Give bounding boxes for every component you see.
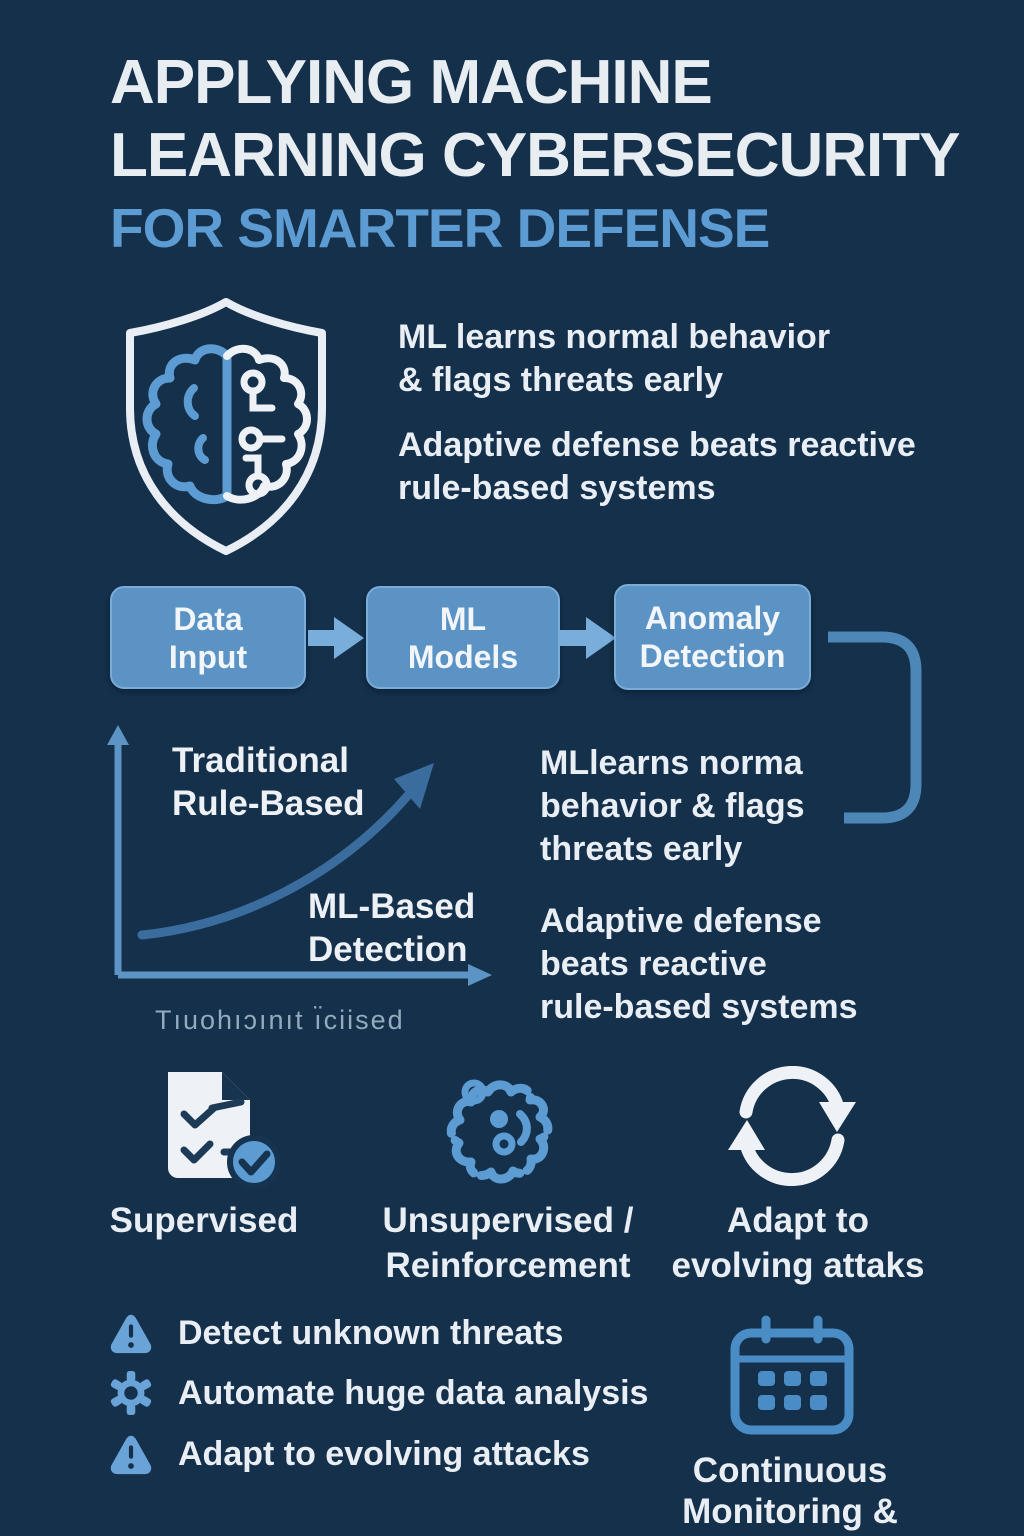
flow-box-label: Input xyxy=(168,638,248,675)
flow-arrow-icon xyxy=(308,617,364,659)
benefit-text: Adapt to evolving attacks xyxy=(178,1434,590,1473)
flow-box-label: Anomaly xyxy=(644,600,781,636)
method-label-line: evolving attaks xyxy=(671,1246,925,1285)
supervised-label: Supervised xyxy=(84,1198,324,1243)
mid-point-2-line: rule-based systems xyxy=(540,988,858,1026)
mid-point-2-line: beats reactive xyxy=(540,945,767,983)
refresh-icon xyxy=(728,1066,856,1186)
mid-point-2: Adaptive defense beats reactive rule-bas… xyxy=(540,900,858,1029)
chart-label-traditional: Traditional Rule-Based xyxy=(172,739,365,825)
flow-box-anomaly-detection: Anomaly Detection xyxy=(614,584,811,690)
warning-triangle-icon xyxy=(110,1435,152,1475)
mid-point-1: MLlearns norma behavior & flags threats … xyxy=(540,742,805,871)
flow-box-label: Models xyxy=(407,638,519,675)
chart-caption: Tıuohıɔınıt ı̈ciised xyxy=(155,1005,405,1035)
mid-point-2-line: Adaptive defense xyxy=(540,902,822,940)
adapt-label: Adapt to evolving attaks xyxy=(648,1198,948,1288)
brain-left-half xyxy=(142,344,232,505)
mid-point-1-line: threats early xyxy=(540,830,743,868)
growth-chart-axes xyxy=(107,725,492,986)
chart-label-ml-based: ML-Based Detection xyxy=(308,885,475,971)
checklist-document-icon xyxy=(168,1072,281,1189)
gear-icon xyxy=(110,1370,152,1416)
chart-label-line: Traditional xyxy=(172,741,349,780)
shield-brain-icon xyxy=(126,298,326,555)
unsupervised-label: Unsupervised / Reinforcement xyxy=(358,1198,658,1288)
growth-chart: Traditional Rule-Based ML-Based Detectio… xyxy=(100,723,510,1053)
flow-arrow-icon xyxy=(560,617,616,659)
monitoring-label-line: Monitoring & xyxy=(682,1492,898,1531)
intro-point-2-line-2: rule-based systems xyxy=(398,469,716,507)
virus-icon xyxy=(446,1079,553,1184)
title-line-1: APPLYING MACHINE xyxy=(110,48,713,117)
benefit-item-3: Adapt to evolving attacks xyxy=(108,1429,590,1479)
flow-box-data-input: Data Input xyxy=(110,586,306,689)
mid-point-1-line: behavior & flags xyxy=(540,787,805,825)
y-axis-arrowhead xyxy=(107,725,129,745)
flow-box-label: Data xyxy=(173,600,243,637)
shield-outline xyxy=(126,298,326,555)
benefit-item-1: Detect unknown threats xyxy=(108,1308,563,1358)
flow-box-label: ML xyxy=(439,600,487,637)
flow-box-label: Detection xyxy=(639,638,786,674)
x-axis-arrowhead xyxy=(468,964,492,986)
connector-bracket xyxy=(828,631,922,824)
brain-fold-1 xyxy=(183,384,199,420)
warning-triangle-icon xyxy=(110,1314,152,1354)
mid-point-1-line: MLlearns norma xyxy=(540,744,803,782)
intro-point-1-line-2: & flags threats early xyxy=(398,361,724,399)
intro-point-1-line-1: ML learns normal behavior xyxy=(398,318,831,356)
brain-fold-2 xyxy=(194,434,209,464)
chart-label-line: Rule-Based xyxy=(172,784,365,823)
subtitle: FOR SMARTER DEFENSE xyxy=(110,197,770,259)
circuit-trace-3 xyxy=(242,454,262,480)
flow-box-ml-models: ML Models xyxy=(366,586,560,689)
method-label-line: Reinforcement xyxy=(385,1246,631,1285)
trend-curve xyxy=(137,788,415,940)
intro-point-2: Adaptive defense beats reactive rule-bas… xyxy=(398,424,916,510)
trend-arrow-icon xyxy=(394,763,434,809)
benefit-item-2: Automate huge data analysis xyxy=(108,1368,648,1418)
title-line-2: LEARNING CYBERSECURITY xyxy=(110,121,961,190)
chart-label-line: Detection xyxy=(308,930,468,969)
page-title: APPLYING MACHINE LEARNING CYBERSECURITY xyxy=(110,46,961,192)
intro-point-1: ML learns normal behavior & flags threat… xyxy=(398,316,830,402)
monitoring-label-line: Continuous xyxy=(692,1451,888,1490)
method-label-line: Unsupervised / xyxy=(382,1201,634,1240)
chart-label-line: ML-Based xyxy=(308,887,476,926)
intro-point-2-line-1: Adaptive defense beats reactive xyxy=(398,426,916,464)
header: APPLYING MACHINE LEARNING CYBERSECURITY … xyxy=(110,46,961,259)
benefit-text: Detect unknown threats xyxy=(178,1313,564,1352)
benefit-text: Automate huge data analysis xyxy=(178,1373,649,1412)
method-label-line: Supervised xyxy=(109,1201,299,1240)
monitoring-label: Continuous Monitoring & xyxy=(650,1450,930,1532)
circuit-trace-1 xyxy=(249,387,276,412)
calendar-icon xyxy=(730,1315,854,1435)
method-label-line: Adapt to xyxy=(727,1201,869,1240)
